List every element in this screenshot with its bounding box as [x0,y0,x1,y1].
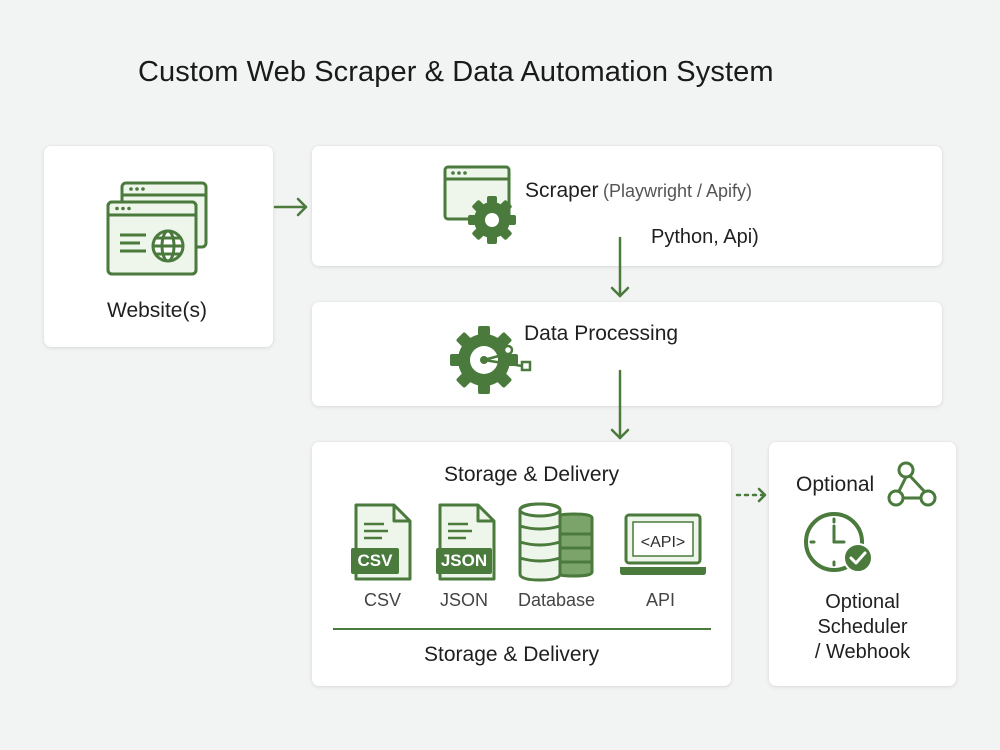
scheduler-clock-icon [804,512,873,573]
website-windows-icon [106,181,208,276]
arrow-storage-to-optional [735,487,767,503]
scraper-label: Scraper [525,179,599,202]
csv-file-icon [351,503,412,581]
csv-badge: CSV [357,551,393,570]
data-processing-gear-icon [450,326,532,394]
storage-divider [333,628,711,630]
storage-footer-label: Storage & Delivery [424,643,600,666]
optional-line-3: / Webhook [814,641,911,663]
website-label: Website(s) [107,299,207,322]
api-label: API [646,590,676,610]
scraper-title-line: Scraper (Playwright / Apify) [525,179,752,203]
database-label: Database [518,590,596,610]
optional-heading: Optional [796,473,875,496]
page-title: Custom Web Scraper & Data Automation Sys… [138,56,774,88]
webhook-icon [887,461,937,507]
json-label: JSON [440,590,489,610]
optional-line-2: Scheduler [817,616,908,638]
csv-label: CSV [364,590,402,610]
api-laptop-icon [620,513,706,575]
json-badge: JSON [440,551,488,570]
browser-gear-icon [443,165,516,244]
database-icon [518,502,594,582]
arrow-website-to-scraper [273,197,308,217]
optional-description: Optional Scheduler / Webhook [769,590,956,665]
storage-heading: Storage & Delivery [444,463,620,486]
scraper-card [312,146,942,266]
scraper-tools: (Playwright / Apify) [602,181,753,201]
optional-line-1: Optional [825,591,900,613]
json-file-icon [436,503,496,581]
data-processing-card [312,302,942,406]
scraper-language: Python, Api) [651,226,759,248]
data-processing-label: Data Processing [524,322,679,345]
api-screen-text: <API> [640,534,686,551]
